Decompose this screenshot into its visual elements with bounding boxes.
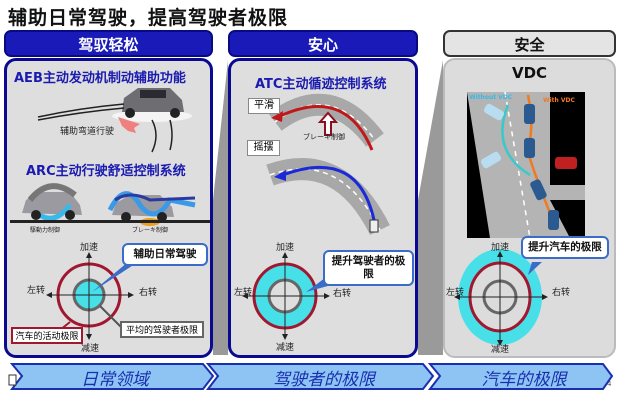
axis-left: 左转	[234, 288, 253, 298]
slide-title: 辅助日常驾驶，提高驾驶者极限	[8, 7, 289, 29]
label-vehicle-limit: 汽车的活动极限	[11, 327, 83, 344]
arc-car-left	[22, 183, 82, 221]
banner-label: 日常领域	[81, 370, 149, 390]
arc-title: ARC主动行驶舒适控制系统	[26, 164, 186, 179]
label-driver-limit: 平均的驾驶者极限	[120, 321, 204, 338]
axis-down: 减速	[81, 344, 100, 354]
axis-down: 减速	[491, 345, 510, 355]
limit-diagram-3	[454, 249, 548, 346]
axis-left: 左转	[27, 286, 46, 296]
atc-road-bottom	[266, 158, 390, 236]
panel-header-peace: 安心	[228, 30, 418, 57]
callout-daily: 辅助日常驾驶	[122, 243, 208, 266]
atc-title: ATC主动循迹控制系统	[255, 77, 387, 92]
axis-right: 右转	[552, 288, 571, 298]
axis-left: 左转	[446, 288, 465, 298]
panel-header-safety: 安全	[443, 30, 616, 57]
axis-down: 减速	[276, 343, 295, 353]
arrow-pink	[118, 117, 140, 133]
banner-shape-3	[427, 363, 614, 390]
banner-driver-limit: 驾驶者的极限	[218, 364, 430, 390]
arc-label-brake: ブレーキ制御	[132, 227, 169, 234]
axis-up: 加速	[80, 243, 99, 253]
vdc-title: VDC	[512, 64, 548, 82]
banner-label: 汽车的极限	[481, 370, 567, 390]
banner-daily: 日常领域	[20, 364, 210, 390]
car-photo	[112, 88, 192, 122]
slide-icon	[8, 374, 17, 386]
banner-vehicle-limit: 汽车的极限	[440, 364, 608, 390]
axis-up: 加速	[491, 243, 510, 253]
banner-shape-1	[9, 363, 215, 390]
panel-header-ease: 驾驭轻松	[4, 30, 213, 57]
wedge-1	[213, 60, 228, 355]
arc-label-drive: 駆動力制御	[30, 227, 61, 234]
callout-vehicle-limit: 提升汽车的极限	[521, 236, 609, 259]
wedge-2	[418, 60, 443, 355]
aeb-title: AEB主动发动机制动辅助功能	[14, 71, 186, 86]
label-brake-control: ブレーキ制御	[303, 133, 345, 141]
axis-right: 右转	[139, 288, 158, 298]
label-sway: 摇摆	[247, 140, 280, 156]
label-with-vdc: With VDC	[543, 97, 575, 104]
aeb-caption: 辅助弯道行驶	[60, 127, 115, 137]
atc-road-top	[268, 93, 384, 151]
axis-right: 右转	[333, 289, 352, 299]
page-number: 4	[607, 380, 612, 388]
vdc-road-image	[467, 91, 585, 239]
limit-diagram-1	[46, 252, 138, 340]
banner-shape-2	[205, 363, 435, 390]
callout-driver-limit: 提升驾驶者的极限	[323, 250, 414, 286]
label-without-vdc: Without VDC	[469, 94, 513, 101]
banner-label: 驾驶者的极限	[273, 370, 375, 390]
limit-diagram-2	[242, 252, 335, 340]
axis-up: 加速	[276, 243, 295, 253]
label-smooth: 平滑	[248, 98, 280, 114]
